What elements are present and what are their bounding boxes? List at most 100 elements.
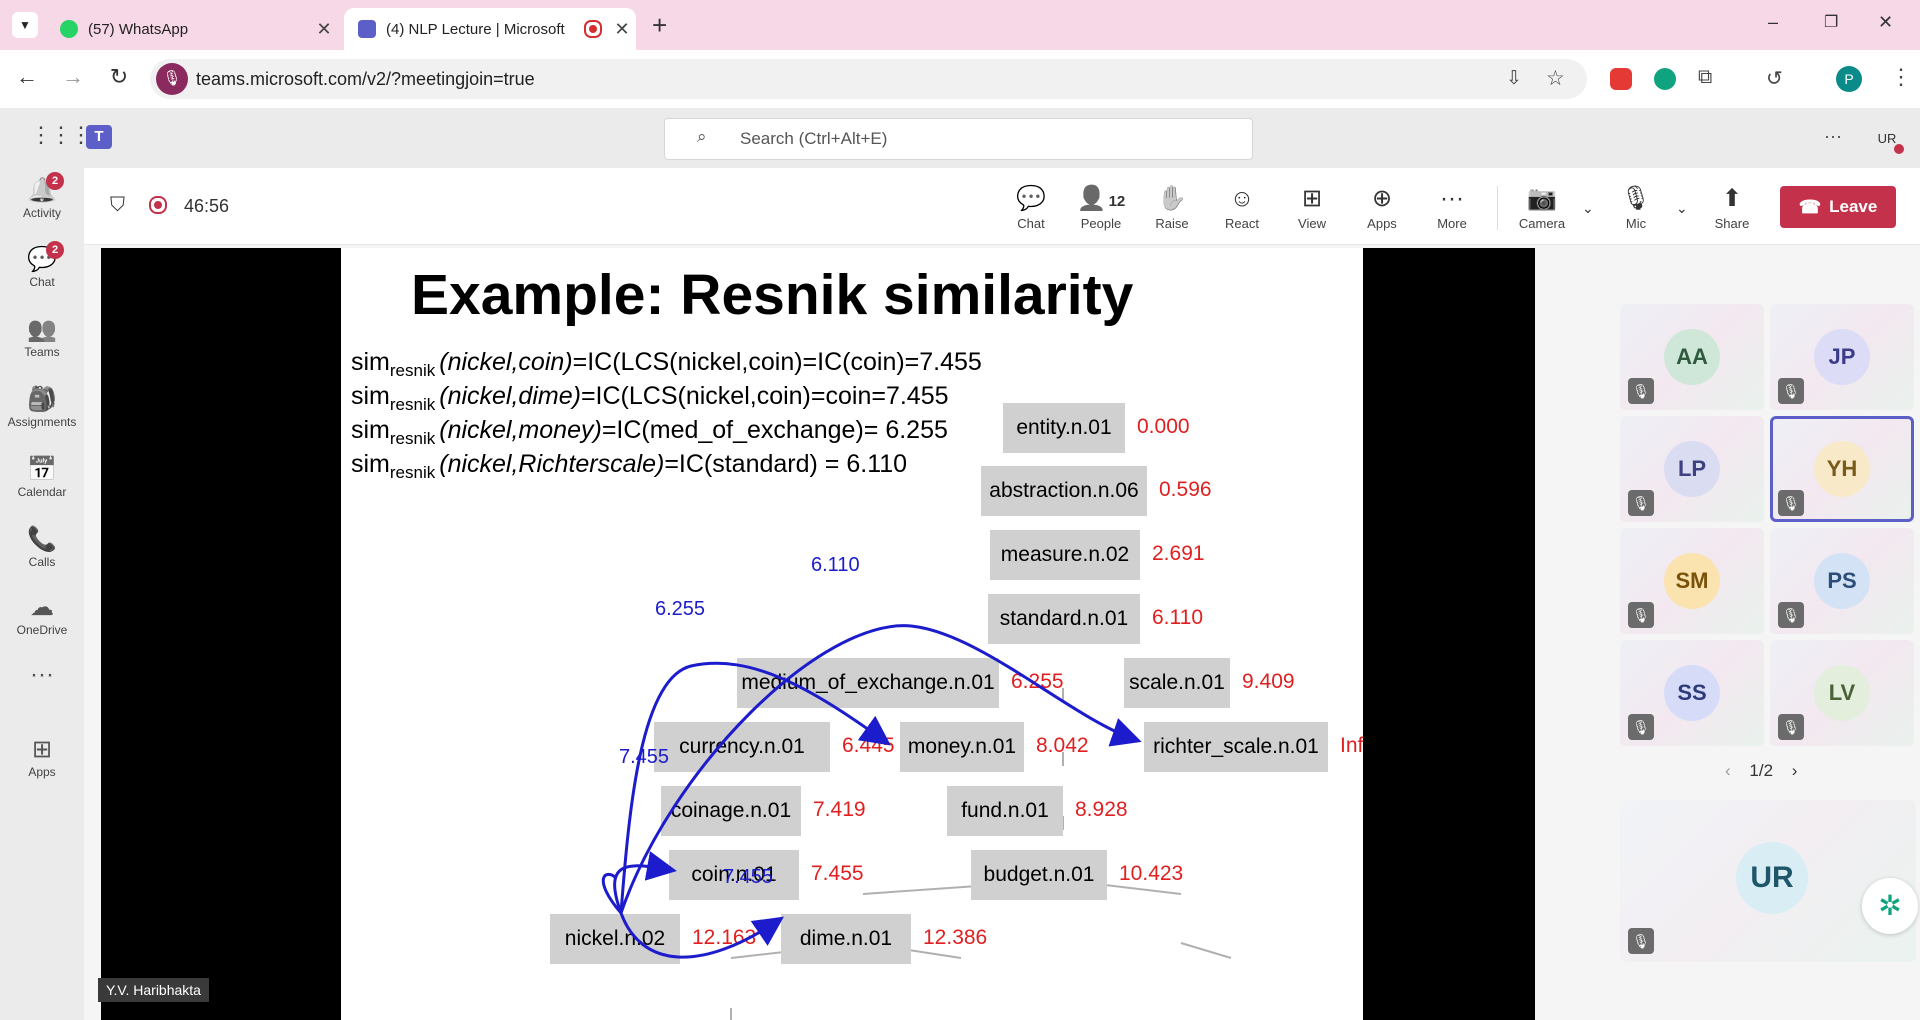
user-avatar[interactable]: UR — [1870, 124, 1904, 154]
user-initials: UR — [1877, 131, 1897, 146]
omnibox[interactable] — [150, 59, 1587, 99]
control-label: Apps — [1367, 216, 1397, 231]
formula-rest: =IC(LCS(nickel,coin)=IC(coin)=7.455 — [572, 348, 982, 376]
slide-formula: simresnik(nickel,money)=IC(med_of_exchan… — [351, 416, 948, 449]
extensions-puzzle-icon[interactable]: ⧉ — [1698, 66, 1713, 88]
mic-off-icon: 🎙 — [1628, 714, 1654, 740]
apps-button[interactable]: ⊕Apps — [1347, 182, 1417, 231]
close-icon[interactable]: ✕ — [316, 18, 332, 39]
self-view-tile[interactable]: UR 🎙 — [1620, 800, 1916, 962]
participant-tile[interactable]: PS🎙 — [1770, 528, 1914, 634]
chat-icon: 💬 — [27, 246, 57, 273]
view-button[interactable]: ⊞ View — [1277, 182, 1347, 231]
search-icon: ⌕ — [697, 127, 707, 146]
restore-button[interactable]: ❐ — [1824, 14, 1839, 31]
participant-tile[interactable]: LV🎙 — [1770, 640, 1914, 746]
shield-icon[interactable]: ⛉ — [110, 194, 125, 216]
participant-tile[interactable]: SS 🎙 — [1620, 640, 1764, 746]
bookmark-star-icon[interactable]: ☆ — [1546, 67, 1565, 90]
participant-tile[interactable]: JP🎙 — [1770, 304, 1914, 410]
ic-value: 0.000 — [1137, 415, 1190, 438]
mic-options-chevron[interactable]: ⌄ — [1676, 200, 1688, 216]
bell-icon: 🔔 — [27, 177, 57, 204]
participant-tile[interactable]: AA🎙 — [1620, 304, 1764, 410]
more-button[interactable]: ···More — [1417, 182, 1487, 231]
ic-value: 0.596 — [1159, 478, 1212, 501]
slide-formula: simresnik(nickel,coin)=IC(LCS(nickel,coi… — [351, 348, 982, 381]
ic-value: 7.455 — [811, 862, 864, 885]
new-tab-button[interactable]: + — [652, 10, 668, 40]
camera-options-chevron[interactable]: ⌄ — [1582, 200, 1594, 216]
minimize-button[interactable]: – — [1768, 12, 1779, 32]
tab-whatsapp[interactable]: (57) WhatsApp ✕ — [46, 8, 338, 50]
tab-search-button[interactable]: ▼ — [12, 12, 38, 38]
chevron-right-icon[interactable]: › — [1791, 761, 1798, 780]
rail-item-calls[interactable]: 📞Calls — [0, 525, 84, 569]
forward-button[interactable]: → — [58, 64, 88, 90]
formula-sub: resnik — [389, 395, 436, 414]
profile-avatar[interactable]: P — [1836, 66, 1862, 92]
arrow-right-icon: → — [62, 64, 84, 89]
slide-title: Example: Resnik similarity — [411, 263, 1134, 327]
rail-item-calendar[interactable]: 📅Calendar — [0, 455, 84, 499]
back-button[interactable]: ← — [12, 64, 42, 90]
ic-value: 8.928 — [1075, 798, 1128, 821]
formula-pre: sim — [351, 416, 390, 444]
share-icon: ⬆ — [1697, 182, 1767, 216]
tab-title: (57) WhatsApp — [88, 20, 189, 38]
participant-tile[interactable]: YH🎙 — [1770, 416, 1914, 522]
teams-icon — [358, 20, 376, 38]
rail-item-onedrive[interactable]: ☁OneDrive — [0, 593, 84, 637]
control-glyph: 📷 — [1527, 185, 1557, 212]
raise-button[interactable]: ✋Raise — [1137, 182, 1207, 231]
control-label: People — [1080, 216, 1122, 231]
chevron-left-icon[interactable]: ‹ — [1725, 761, 1731, 780]
app-launcher-icon[interactable]: ⋮⋮⋮ — [30, 122, 92, 147]
search-box[interactable]: ⌕ Search (Ctrl+Alt+E) — [664, 118, 1253, 160]
tab-teams-active[interactable]: (4) NLP Lecture | Microsoft ✕ — [344, 8, 636, 50]
notification-badge: 2 — [46, 241, 64, 259]
chatgpt-extension-icon[interactable]: ✲ — [1862, 878, 1918, 934]
install-app-icon[interactable]: ⇩ — [1506, 68, 1522, 89]
extension-chatgpt-icon[interactable] — [1654, 68, 1676, 90]
reload-button[interactable]: ↻ — [104, 64, 134, 90]
formula-rest: =IC(med_of_exchange)= 6.255 — [601, 416, 948, 444]
participant-tile[interactable]: LP🎙 — [1620, 416, 1764, 522]
smile-icon: ☺ — [1207, 182, 1277, 216]
rail-item-more[interactable]: ··· — [0, 660, 84, 690]
ic-value: 9.409 — [1242, 670, 1295, 693]
react-button[interactable]: ☺React — [1207, 182, 1277, 231]
status-busy-icon — [1894, 144, 1904, 154]
history-icon[interactable]: ↺ — [1766, 68, 1783, 90]
participant-tile[interactable]: SM🎙 — [1620, 528, 1764, 634]
formula-args: (nickel,money) — [439, 416, 602, 444]
control-glyph: ⊞ — [1301, 185, 1323, 212]
extension-red-icon[interactable] — [1610, 68, 1632, 90]
site-mic-icon[interactable]: 🎙 — [156, 63, 188, 95]
teams-more-button[interactable]: ··· — [1824, 126, 1842, 146]
leave-button[interactable]: ☎ Leave — [1780, 186, 1896, 228]
rail-item-assignments[interactable]: 🎒Assignments — [0, 385, 84, 429]
people-count: 12 — [1108, 193, 1126, 210]
chat-button[interactable]: 💬Chat — [996, 182, 1066, 231]
share-button[interactable]: ⬆Share — [1697, 182, 1767, 231]
camera-button[interactable]: 📷Camera — [1507, 182, 1577, 231]
control-glyph: 🎙 — [1620, 185, 1652, 212]
avatar: JP — [1814, 329, 1870, 385]
close-icon[interactable]: ✕ — [614, 18, 630, 39]
rail-item-teams[interactable]: 👥Teams — [0, 315, 84, 359]
close-window-button[interactable]: ✕ — [1878, 12, 1894, 32]
people-icon: 👤12 — [1066, 182, 1136, 216]
rail-item-label: Teams — [24, 345, 60, 359]
control-label: Mic — [1625, 216, 1647, 231]
mic-button[interactable]: 🎙 Mic — [1601, 182, 1671, 231]
browser-menu-icon[interactable]: ⋮ — [1890, 64, 1912, 89]
avatar: SS — [1664, 665, 1720, 721]
formula-pre: sim — [351, 382, 390, 410]
control-label: View — [1298, 216, 1326, 231]
rail-item-apps[interactable]: ⊞Apps — [0, 735, 84, 779]
url-text[interactable]: teams.microsoft.com/v2/?meetingjoin=true — [196, 69, 535, 89]
